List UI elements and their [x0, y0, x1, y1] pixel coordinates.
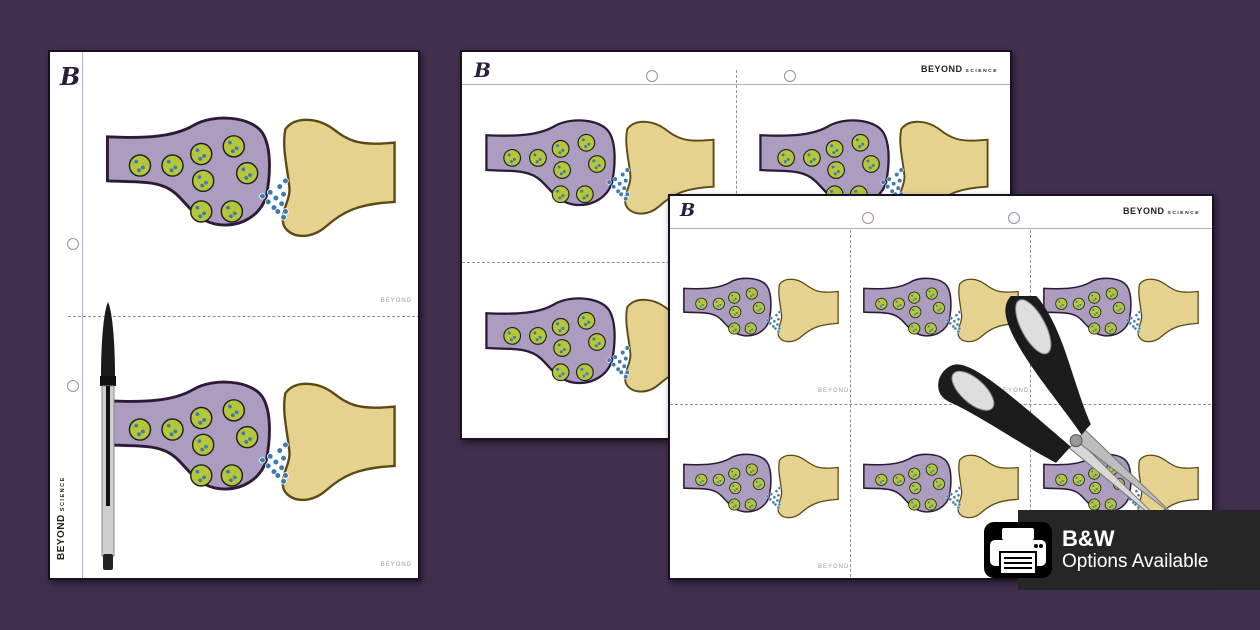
synapse-diagram — [683, 277, 839, 343]
footer-brand: BEYOND — [998, 388, 1030, 394]
punch-hole — [862, 212, 874, 224]
beyond-logo: B — [474, 58, 491, 82]
header-line — [670, 228, 1212, 229]
footer-brand: BEYOND — [380, 562, 412, 568]
header-line — [462, 84, 1010, 85]
cut-line[interactable] — [68, 316, 418, 317]
badge-subtitle: Options Available — [1062, 551, 1209, 572]
badge-title: B&W — [1062, 526, 1115, 551]
beyond-logo: B — [680, 200, 696, 221]
beyond-logo: B — [60, 62, 81, 91]
pen-icon — [100, 302, 116, 570]
synapse-diagram — [105, 116, 397, 238]
printer-icon — [984, 522, 1052, 578]
scissors-icon — [938, 296, 1177, 535]
punch-hole — [646, 70, 658, 82]
punch-hole — [784, 70, 796, 82]
footer-brand: BEYOND — [380, 298, 412, 304]
punch-hole — [67, 380, 79, 392]
footer-brand: BEYOND — [818, 388, 850, 394]
synapse-diagram — [105, 380, 397, 502]
cut-line[interactable] — [670, 404, 1212, 405]
footer-brand: BEYOND — [818, 564, 850, 570]
bw-options-badge: B&W Options Available — [984, 510, 1260, 590]
punch-hole — [67, 238, 79, 250]
sheet-large-2up: B BEYOND BEYOND BEYONDSCIENCE — [48, 50, 420, 580]
punch-hole — [1008, 212, 1020, 224]
cut-line[interactable] — [850, 230, 851, 578]
margin-line — [82, 52, 83, 578]
badge-text: B&W Options Available — [1062, 527, 1208, 573]
synapse-diagram — [683, 453, 839, 519]
brand-vertical: BEYONDSCIENCE — [56, 476, 67, 560]
